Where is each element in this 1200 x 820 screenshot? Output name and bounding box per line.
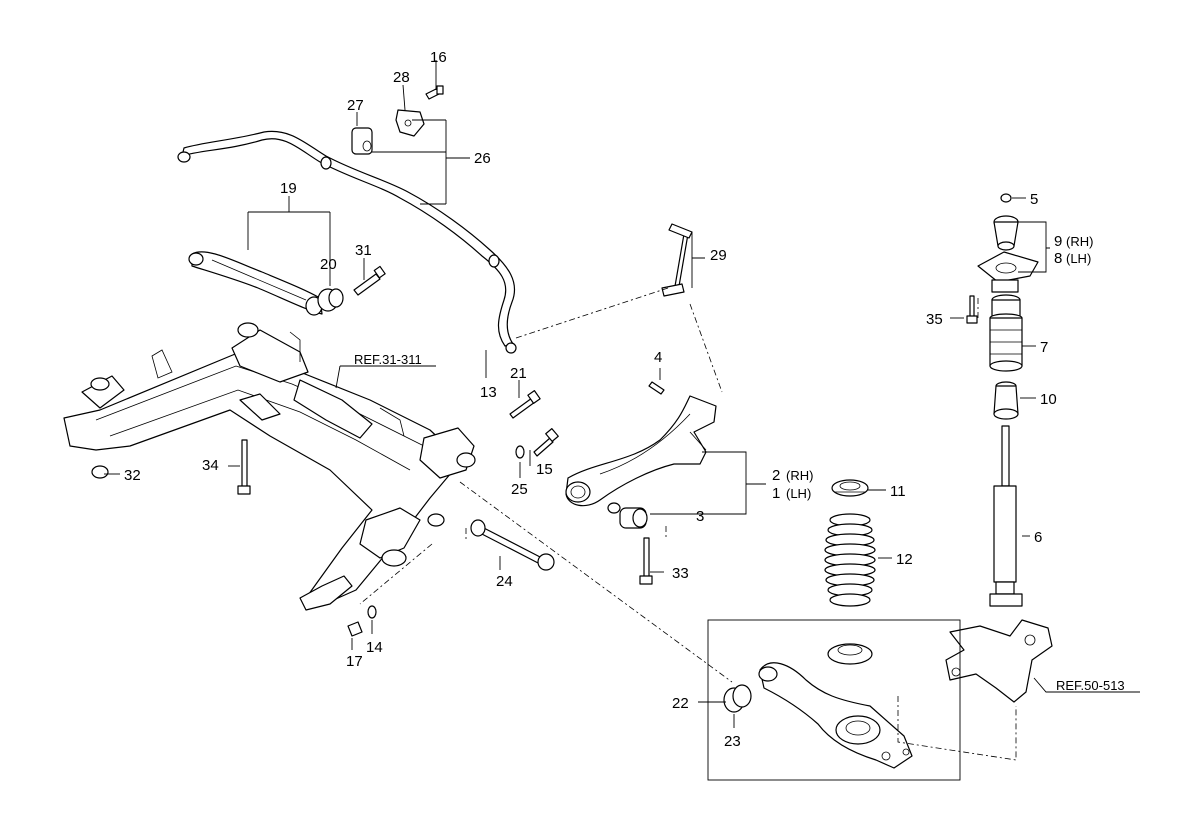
callout-24: 24	[496, 573, 513, 590]
callout-13: 13	[480, 384, 497, 401]
callout-14: 14	[366, 639, 383, 656]
callout-25: 25	[511, 481, 528, 498]
dust-cover	[989, 294, 1023, 372]
bolt-15	[533, 427, 559, 457]
callout-15: 15	[536, 461, 553, 478]
callout-21: 21	[510, 365, 527, 382]
callout-20: 20	[320, 256, 337, 273]
callout-32: 32	[124, 467, 141, 484]
upper-arm	[188, 251, 323, 316]
crossmember	[63, 322, 476, 611]
callout-19: 19	[280, 180, 297, 197]
callout-7: 7	[1040, 339, 1048, 356]
spring-lower-pad	[827, 643, 873, 665]
callout-34: 34	[202, 457, 219, 474]
callout-3: 3	[696, 508, 704, 525]
nut-17	[347, 621, 363, 637]
trailing-arm	[565, 395, 717, 507]
nut-5	[1000, 193, 1012, 203]
callout-6: 6	[1034, 529, 1042, 546]
callout-10: 10	[1040, 391, 1057, 408]
bolt-31	[353, 265, 386, 296]
callout-2-side: (RH)	[786, 468, 813, 483]
bracket-bolt	[425, 85, 444, 100]
bolt-33	[639, 537, 653, 585]
coil-spring	[824, 513, 876, 607]
shock-absorber	[989, 425, 1023, 607]
callout-33: 33	[672, 565, 689, 582]
lower-arm-box	[707, 619, 961, 781]
crossmember-nut	[91, 465, 109, 479]
upper-arm-bushing	[317, 288, 344, 312]
leader-lines	[104, 60, 1140, 728]
crossmember-bolt	[237, 439, 251, 495]
callout-17: 17	[346, 653, 363, 670]
callout-2: 2	[772, 467, 780, 484]
callout-8: 8	[1054, 250, 1062, 267]
callout-29: 29	[710, 247, 727, 264]
callout-11: 11	[890, 483, 906, 500]
bump-stopper	[993, 381, 1019, 420]
callout-9-side: (RH)	[1066, 234, 1093, 249]
washer-14	[367, 605, 377, 619]
reference-frame: REF.31-311	[354, 352, 422, 367]
lower-arm-bushing	[723, 684, 752, 713]
callout-23: 23	[724, 733, 741, 750]
bolt-21	[509, 390, 541, 419]
callout-5: 5	[1030, 191, 1038, 208]
spring-upper-pad	[831, 479, 869, 497]
callout-4: 4	[654, 349, 662, 366]
stabilizer-bushing	[351, 127, 373, 155]
rear-knuckle	[945, 619, 1053, 703]
callout-8-side: (LH)	[1066, 251, 1091, 266]
callout-1-side: (LH)	[786, 486, 811, 501]
lateral-link	[470, 519, 555, 571]
stabilizer-bracket	[395, 109, 425, 137]
mount-insulator	[993, 215, 1019, 251]
callout-27: 27	[347, 97, 364, 114]
bolt-35	[966, 295, 978, 324]
callout-16: 16	[430, 49, 447, 66]
callout-28: 28	[393, 69, 410, 86]
callout-22: 22	[672, 695, 689, 712]
callout-12: 12	[896, 551, 913, 568]
washer-25	[515, 445, 525, 459]
bolt-4	[648, 381, 665, 395]
callout-35: 35	[926, 311, 943, 328]
trailing-arm-bushing	[607, 502, 648, 529]
upper-mount-plate	[977, 251, 1039, 293]
lower-arm	[758, 662, 913, 769]
stabilizer-bar	[177, 130, 517, 354]
assembly-lines	[359, 287, 1017, 761]
callout-labels: 16 28 27 26 19 20 31 29 4 21 13 15 25 2 …	[124, 49, 1125, 750]
callout-9: 9	[1054, 233, 1062, 250]
stabilizer-link	[661, 223, 693, 297]
callout-26: 26	[474, 150, 491, 167]
callout-31: 31	[355, 242, 372, 259]
callout-1: 1	[772, 485, 780, 502]
reference-knuckle: REF.50-513	[1056, 678, 1125, 693]
